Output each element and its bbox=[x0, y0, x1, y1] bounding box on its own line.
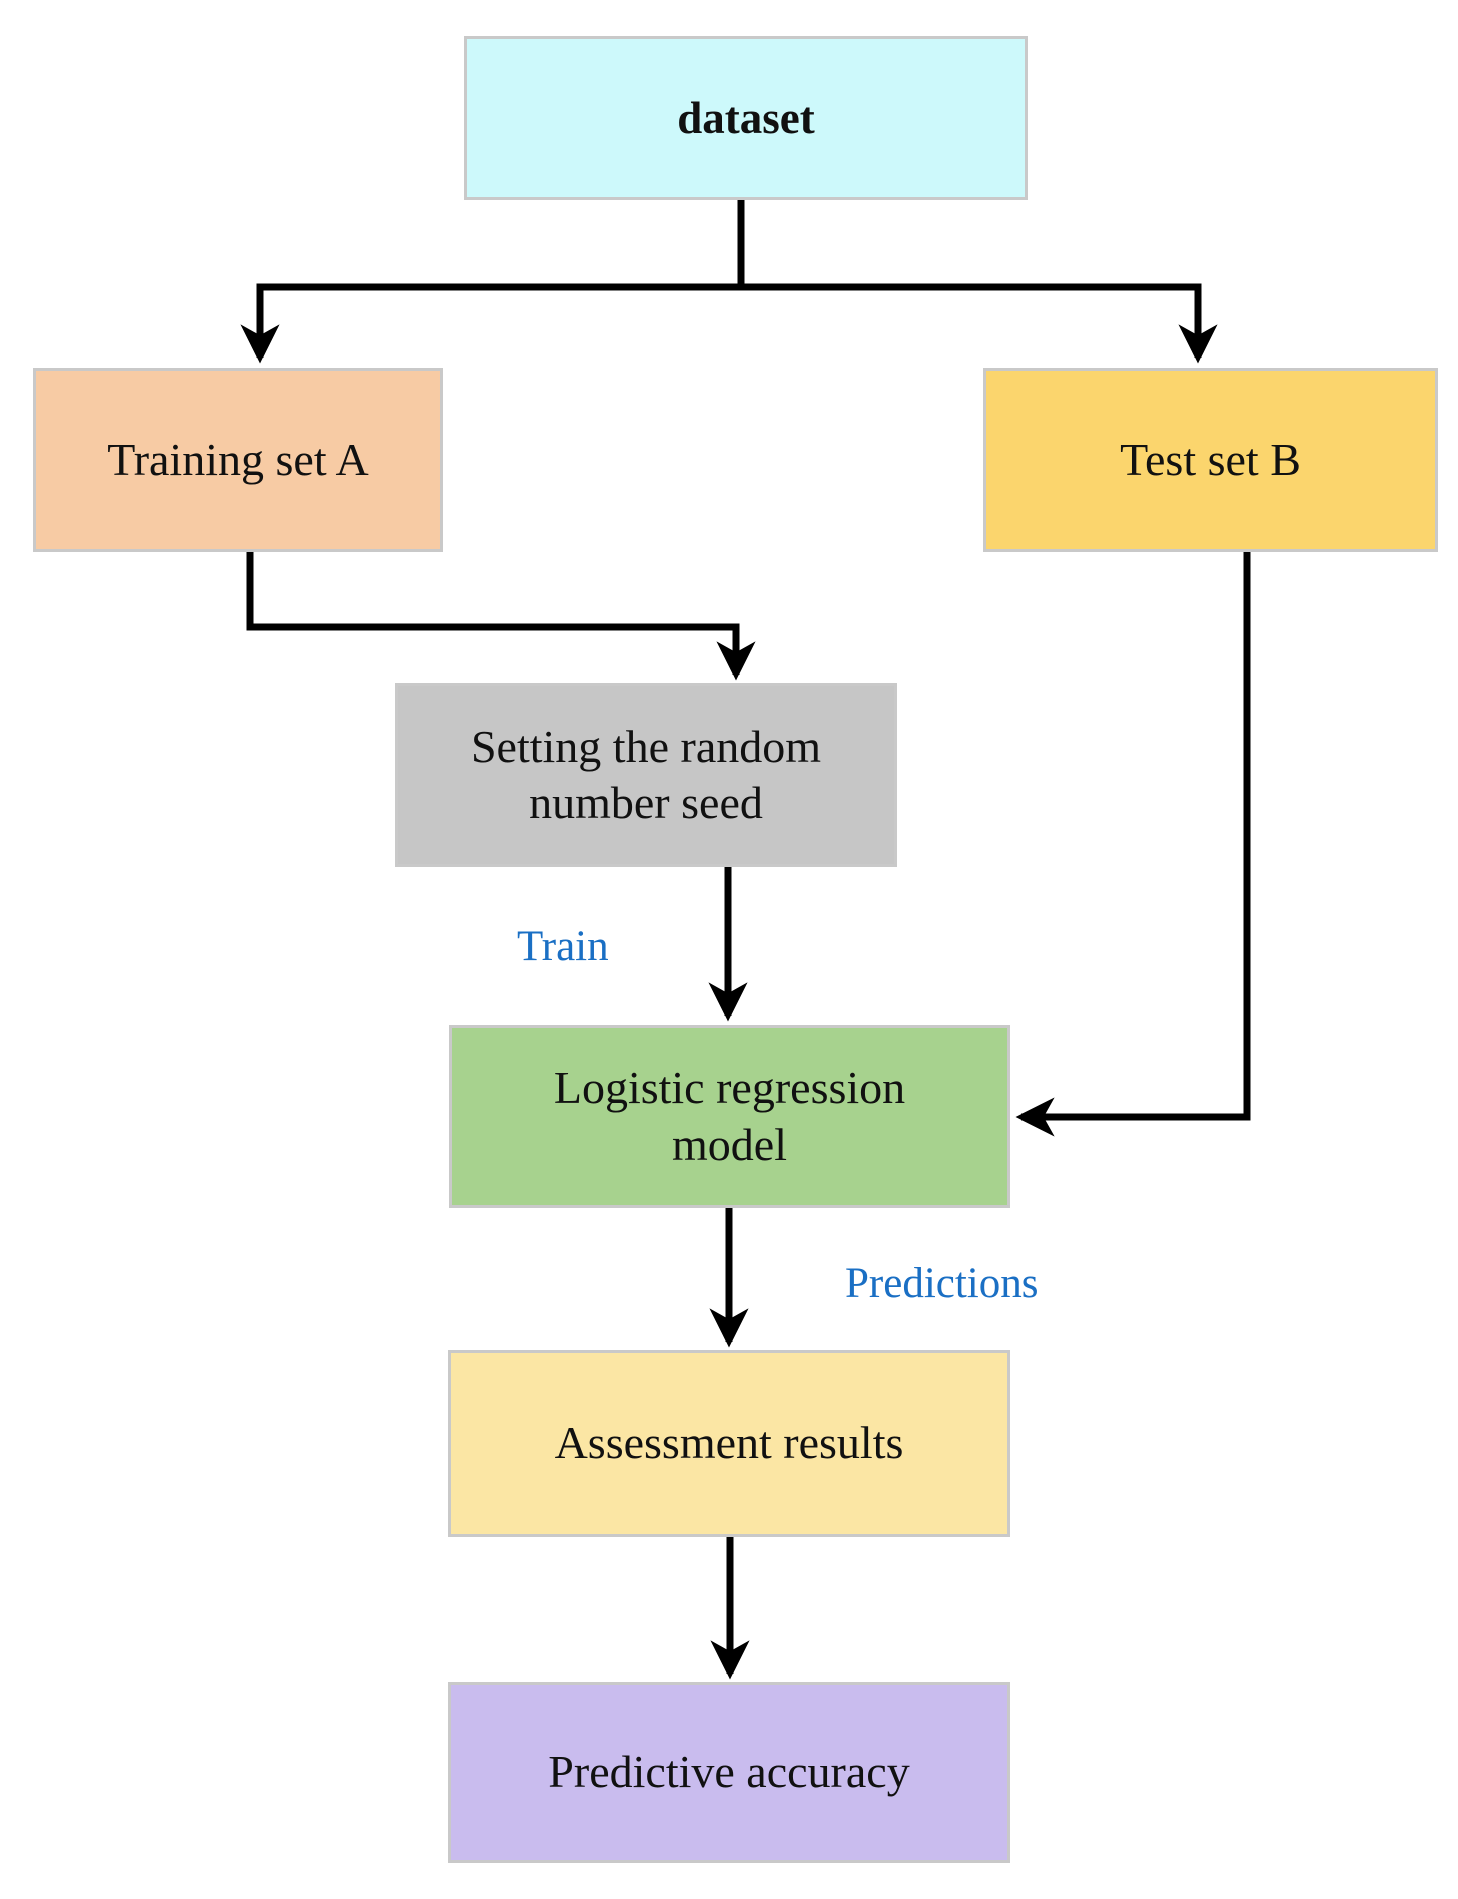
node-assessment-results-label: Assessment results bbox=[554, 1417, 904, 1469]
node-training-set-a-label: Training set A bbox=[107, 433, 369, 485]
edge-label-predictions: Predictions bbox=[845, 1260, 1039, 1307]
node-dataset-label: dataset bbox=[677, 92, 815, 143]
connector-test-model bbox=[1015, 552, 1251, 1137]
node-random-number-seed: Setting the random number seed bbox=[395, 683, 897, 867]
node-predictive-accuracy: Predictive accuracy bbox=[448, 1682, 1010, 1863]
edge-label-train: Train bbox=[517, 923, 609, 970]
connector-dataset-branch bbox=[260, 200, 1198, 291]
connector-training-seed bbox=[246, 552, 756, 681]
node-logistic-regression-model: Logistic regression model bbox=[449, 1025, 1010, 1208]
node-dataset: dataset bbox=[464, 36, 1028, 200]
node-test-set-b-label: Test set B bbox=[1120, 433, 1301, 485]
node-logistic-regression-model-label: Logistic regression model bbox=[553, 1062, 906, 1170]
node-test-set-b: Test set B bbox=[983, 368, 1438, 552]
node-random-number-seed-label: Setting the random number seed bbox=[470, 720, 822, 828]
node-assessment-results: Assessment results bbox=[448, 1350, 1010, 1537]
node-training-set-a: Training set A bbox=[33, 368, 443, 552]
node-predictive-accuracy-label: Predictive accuracy bbox=[548, 1746, 910, 1798]
